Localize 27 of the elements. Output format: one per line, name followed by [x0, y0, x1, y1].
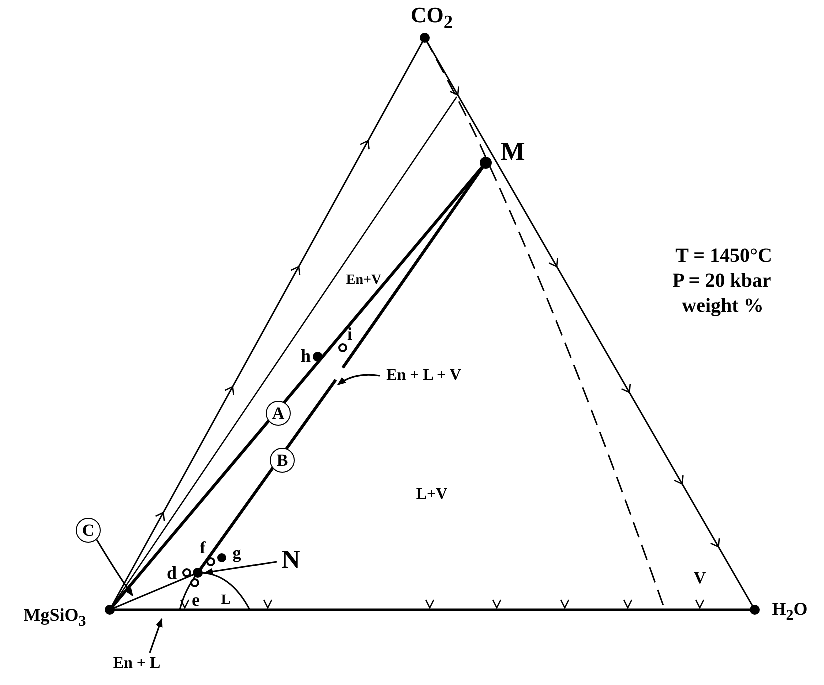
- diagram-label: M: [500, 139, 526, 165]
- callout-label: En + L + V: [382, 366, 466, 386]
- diagram-label: P = 20 kbar: [672, 271, 772, 291]
- diagram-label: f: [200, 540, 206, 556]
- diagram-label: CO$_{2}$: [410, 4, 454, 32]
- diagram-label: g: [232, 544, 242, 562]
- callout-circle: C: [76, 518, 101, 543]
- diagram-label: H$_{2}$O: [772, 600, 808, 624]
- diagram-label: V: [694, 570, 706, 586]
- diagram-label: MgSiO$_{3}$: [24, 606, 86, 630]
- diagram-label: L+V: [416, 487, 448, 503]
- diagram-label: h: [301, 347, 311, 365]
- callout-circle: A: [266, 401, 291, 426]
- diagram-label: T = 1450°C: [676, 246, 772, 266]
- diagram-label: En+V: [346, 274, 382, 288]
- diagram-label: L: [221, 594, 231, 608]
- diagram-label: e: [192, 591, 200, 609]
- leader-line: [204, 561, 278, 576]
- callout-label: N: [278, 546, 304, 574]
- diagram-label: weight %: [682, 296, 764, 316]
- callout-label: En + L: [108, 654, 166, 674]
- diagram-label: d: [167, 564, 177, 582]
- leader-line: [149, 618, 163, 654]
- callout-circle: B: [270, 448, 295, 473]
- leader-line: [337, 374, 380, 386]
- leader-line: [96, 540, 134, 597]
- diagram-label: i: [348, 325, 352, 343]
